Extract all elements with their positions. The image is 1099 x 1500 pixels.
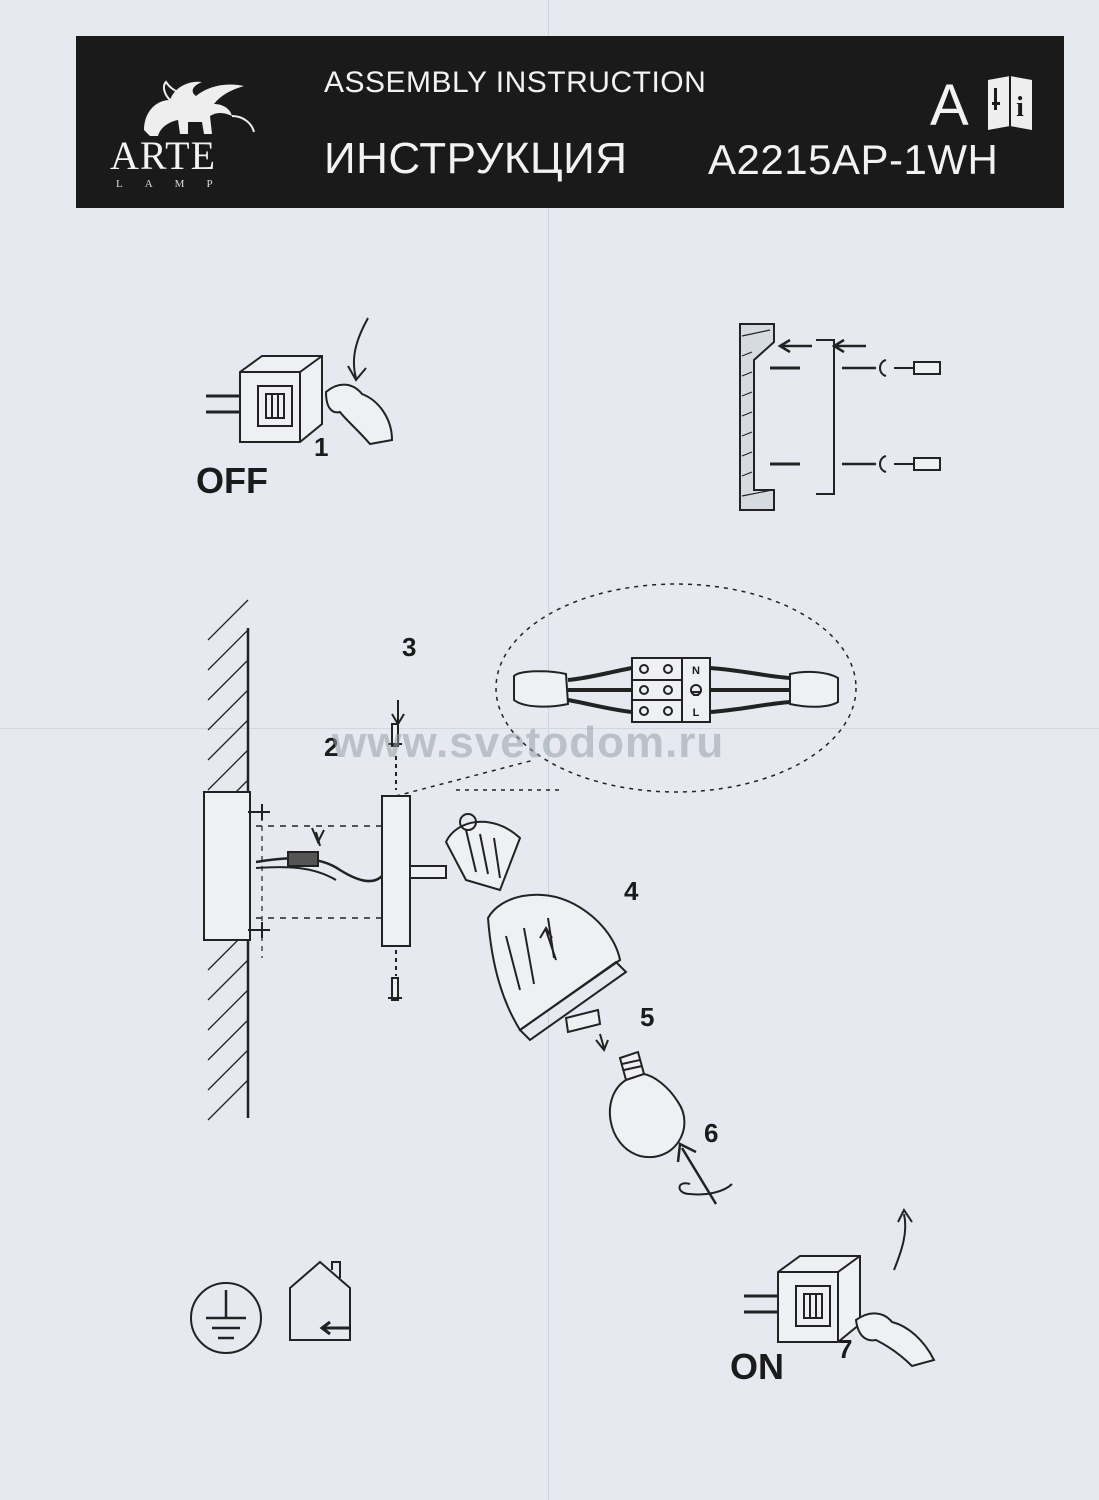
indoor-house-icon [289,1260,351,1341]
switch-on-illustration [744,1208,936,1368]
logo-subtitle: LAMP [116,178,235,190]
bracket-mounting-illustration [739,323,941,511]
step-1-label: 1 [314,432,329,462]
step-6-label: 6 [704,1118,719,1148]
terminal-n-label: N [692,665,700,677]
manual-book-icon: i [988,76,1032,130]
switch-off-label: OFF [196,460,268,501]
light-bulb [609,1050,686,1159]
lamp-shade [486,893,628,1042]
switch-off-illustration [206,317,394,446]
model-number: A2215AP-1WH [708,136,999,183]
mounting-bar [381,700,447,1001]
rotate-arrow [676,1142,733,1205]
step-5-label: 5 [640,1002,655,1032]
wires [255,827,383,883]
title-russian: ИНСТРУКЦИЯ [324,134,628,183]
step-7-label: 7 [838,1334,853,1364]
step-4-label: 4 [624,876,639,906]
title-english: ASSEMBLY INSTRUCTION [324,66,707,99]
griffin-lion-icon [144,80,255,136]
ground-symbol-icon [190,1282,262,1354]
fold-line-horizontal [0,728,1099,729]
wall-plate [203,791,392,958]
socket-ring [564,1008,609,1052]
logo-wordmark: ARTE [110,133,217,178]
step-3-label: 3 [402,632,417,662]
lamp-head [444,813,522,892]
language-letter: A [930,73,969,138]
watermark-url: www.svetodom.ru [332,718,725,767]
step-2-label: 2 [324,732,339,762]
header-banner: ARTE LAMP ASSEMBLY INSTRUCTION ИНСТРУКЦИ… [76,36,1064,208]
switch-on-label: ON [730,1346,784,1387]
terminal-l-label: L [693,707,700,719]
fold-line-vertical [548,0,549,1500]
manual-glyph: i [1016,92,1024,123]
wiring-detail-zoom: N L [395,583,857,797]
